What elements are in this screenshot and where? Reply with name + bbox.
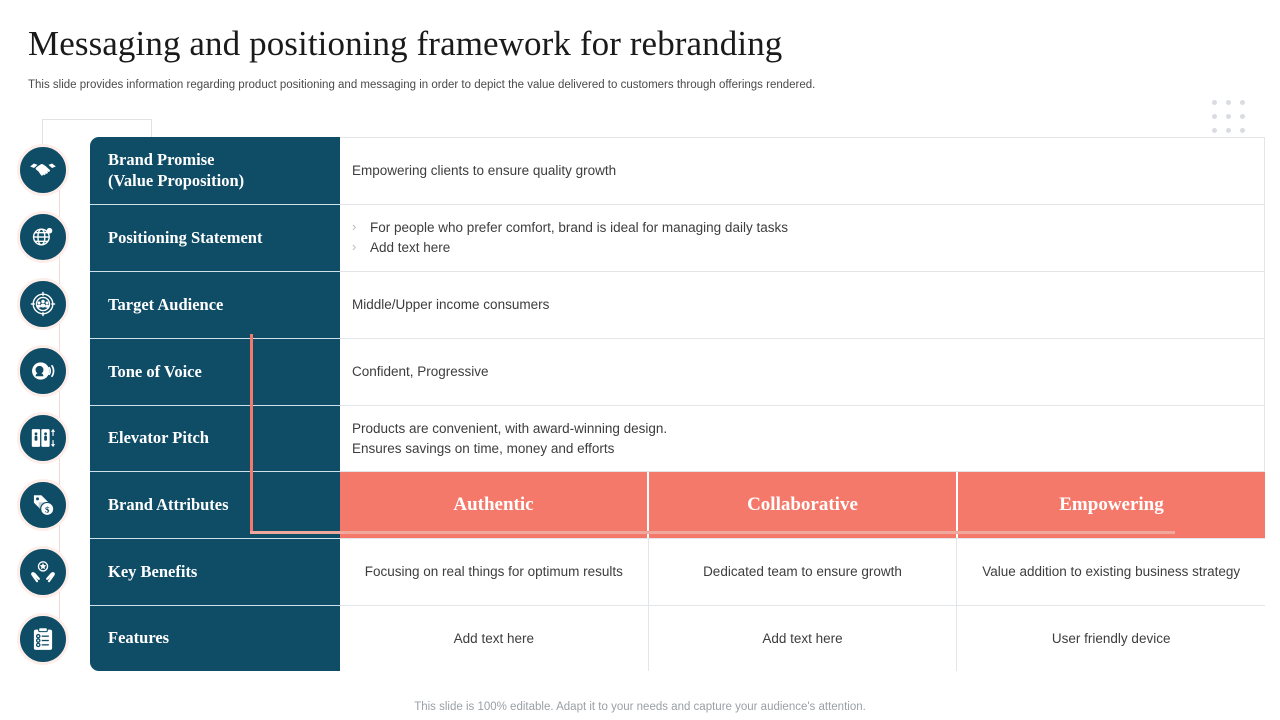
rail-connector-line — [59, 157, 60, 657]
bullet-text: For people who prefer comfort, brand is … — [370, 220, 788, 236]
page-subtitle: This slide provides information regardin… — [28, 79, 816, 91]
page-title: Messaging and positioning framework for … — [28, 24, 783, 63]
bullet-text: Add text here — [370, 240, 451, 255]
attribute-collaborative: Collaborative — [649, 472, 958, 538]
dot — [1240, 114, 1245, 119]
table-row: Brand Promise (Value Proposition) Empowe… — [90, 137, 1265, 204]
feature-3: User friendly device — [1051, 630, 1171, 646]
cell-text: Middle/Upper income consumers — [352, 297, 550, 313]
row-label-elevator-pitch: Elevator Pitch — [90, 405, 340, 471]
dot — [1226, 114, 1231, 119]
row-content-target-audience: Middle/Upper income consumers — [340, 271, 1265, 338]
row-label-brand-promise: Brand Promise (Value Proposition) — [90, 137, 340, 204]
table-row: Features Add text here Add text here Use… — [90, 605, 1265, 671]
row-content-key-benefits: Focusing on real things for optimum resu… — [340, 538, 1265, 605]
list-item: › For people who prefer comfort, brand i… — [352, 218, 1264, 238]
table-row: Positioning Statement › For people who p… — [90, 204, 1265, 271]
key-benefit-1: Focusing on real things for optimum resu… — [340, 539, 649, 605]
globe-icon — [17, 211, 69, 263]
row-label-brand-attributes: Brand Attributes — [90, 471, 340, 538]
framework-table: Brand Promise (Value Proposition) Empowe… — [90, 137, 1265, 671]
handshake-icon — [17, 144, 69, 196]
row-content-brand-attributes: Authentic Collaborative Empowering — [340, 471, 1265, 538]
accent-left-rail — [250, 334, 253, 534]
dot — [1212, 100, 1217, 105]
attribute-empowering: Empowering — [958, 472, 1265, 538]
hands-star-icon — [17, 546, 69, 598]
dot — [1240, 128, 1245, 133]
row-label-key-benefits: Key Benefits — [90, 538, 340, 605]
row-label-positioning-statement: Positioning Statement — [90, 204, 340, 271]
table-row: Target Audience Middle/Upper income cons… — [90, 271, 1265, 338]
dot — [1212, 114, 1217, 119]
elevator-icon — [17, 412, 69, 464]
svg-text:$: $ — [45, 504, 50, 514]
feature-1: Add text here — [340, 606, 649, 671]
table-row: Elevator Pitch Products are convenient, … — [90, 405, 1265, 471]
row-label-line2: (Value Proposition) — [108, 170, 245, 190]
row-label-tone-of-voice: Tone of Voice — [90, 338, 340, 405]
icon-rail: $ — [17, 137, 69, 671]
key-benefit-3: Value addition to existing business stra… — [982, 564, 1241, 580]
row-label-target-audience: Target Audience — [90, 271, 340, 338]
cell-text: Empowering clients to ensure quality gro… — [352, 163, 617, 179]
footer-note: This slide is 100% editable. Adapt it to… — [414, 701, 866, 713]
price-tag-dollar-icon: $ — [17, 479, 69, 531]
attribute-authentic: Authentic — [340, 472, 649, 538]
dot — [1226, 128, 1231, 133]
speaker-voice-icon — [17, 345, 69, 397]
decorative-outline-box — [42, 119, 152, 148]
table-row: Key Benefits Focusing on real things for… — [90, 538, 1265, 605]
table-row: Tone of Voice Confident, Progressive — [90, 338, 1265, 405]
chevron-right-icon: › — [352, 219, 357, 235]
dot — [1212, 128, 1217, 133]
row-label-line1: Brand Promise — [108, 149, 215, 169]
row-content-features: Add text here Add text here User friendl… — [340, 605, 1265, 671]
row-content-elevator-pitch: Products are convenient, with award-winn… — [340, 405, 1265, 471]
row-content-positioning-statement: › For people who prefer comfort, brand i… — [340, 204, 1265, 271]
table-row: Brand Attributes Authentic Collaborative… — [90, 471, 1265, 538]
row-label-features: Features — [90, 605, 340, 671]
row-content-tone-of-voice: Confident, Progressive — [340, 338, 1265, 405]
row-content-brand-promise: Empowering clients to ensure quality gro… — [340, 137, 1265, 204]
clipboard-checklist-icon — [17, 613, 69, 665]
list-item: › Add text here — [352, 238, 1264, 258]
chevron-right-icon: › — [352, 239, 357, 254]
key-benefit-2: Dedicated team to ensure growth — [649, 539, 958, 605]
cell-text-line2: Ensures savings on time, money and effor… — [352, 440, 615, 456]
dot — [1226, 100, 1231, 105]
cell-text-line1: Products are convenient, with award-winn… — [352, 420, 668, 436]
dot — [1240, 100, 1245, 105]
cell-text: Confident, Progressive — [352, 364, 489, 380]
target-audience-icon — [17, 278, 69, 330]
feature-2: Add text here — [649, 606, 958, 671]
accent-bottom-rail — [250, 531, 1175, 534]
